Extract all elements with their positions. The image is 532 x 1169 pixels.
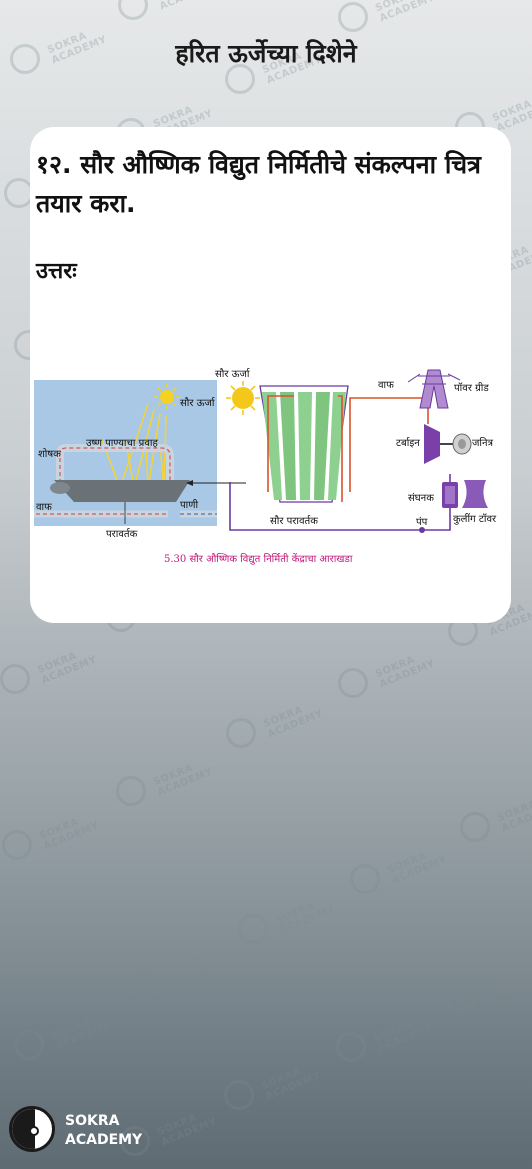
label-solar-energy-left: सौर ऊर्जा [180,398,215,409]
label-reflector: परावर्तक [106,529,138,540]
sun-icon-large [226,381,260,415]
label-absorber: शोषक [38,449,61,460]
label-steam-right: वाफ [378,380,394,391]
brand-line-2: ACADEMY [65,1132,143,1148]
power-loop [229,395,451,531]
label-solar-energy-top: सौर ऊर्जा [215,369,250,380]
brand-line-1: SOKRA [65,1113,120,1129]
sun-icon-small [154,384,180,410]
answer-label: उत्तरः [36,259,77,284]
sokra-logo-icon [9,1106,55,1152]
pipe-loop [34,444,217,518]
label-power-grid: पॉवर ग्रीड [454,383,489,394]
label-generator: जनित्र [472,438,494,449]
pump-icon [419,527,425,533]
cooling-tower-icon [462,480,488,508]
label-water: पाणी [180,500,199,511]
label-pump: पंप [416,517,428,528]
question-text: १२. सौर औष्णिक विद्युत निर्मितीचे संकल्प… [36,150,481,218]
page-title: हरित ऊर्जेच्या दिशेने [175,39,357,68]
solar-reflector-field [259,385,349,503]
diagram-graphic [34,369,488,533]
label-solar-reflector: सौर परावर्तक [270,516,318,527]
label-cooling-tower: कुलींग टॉवर [453,514,497,525]
question-card: १२. सौर औष्णिक विद्युत निर्मितीचे संकल्प… [30,127,511,623]
brand-logo: SOKRA ACADEMY [9,1106,189,1156]
turbine-icon [424,424,440,464]
label-hot-water-flow: उष्ण पाण्याचा प्रवाह [86,438,158,449]
solar-thermal-diagram: सौर ऊर्जा सौर ऊर्जा शोषक उष्ण पाण्याचा प… [30,362,511,572]
label-condenser: संघनक [408,493,434,504]
figure-caption: 5.30 सौर औष्णिक विद्युत निर्मिती केंद्रा… [164,554,353,565]
power-grid-icon [407,369,461,409]
label-steam-left: वाफ [36,502,52,513]
trough-reflector [54,480,190,502]
brand-name: SOKRA ACADEMY [65,1112,142,1150]
generator-icon [452,433,472,455]
label-turbine: टर्बाइन [396,438,420,449]
